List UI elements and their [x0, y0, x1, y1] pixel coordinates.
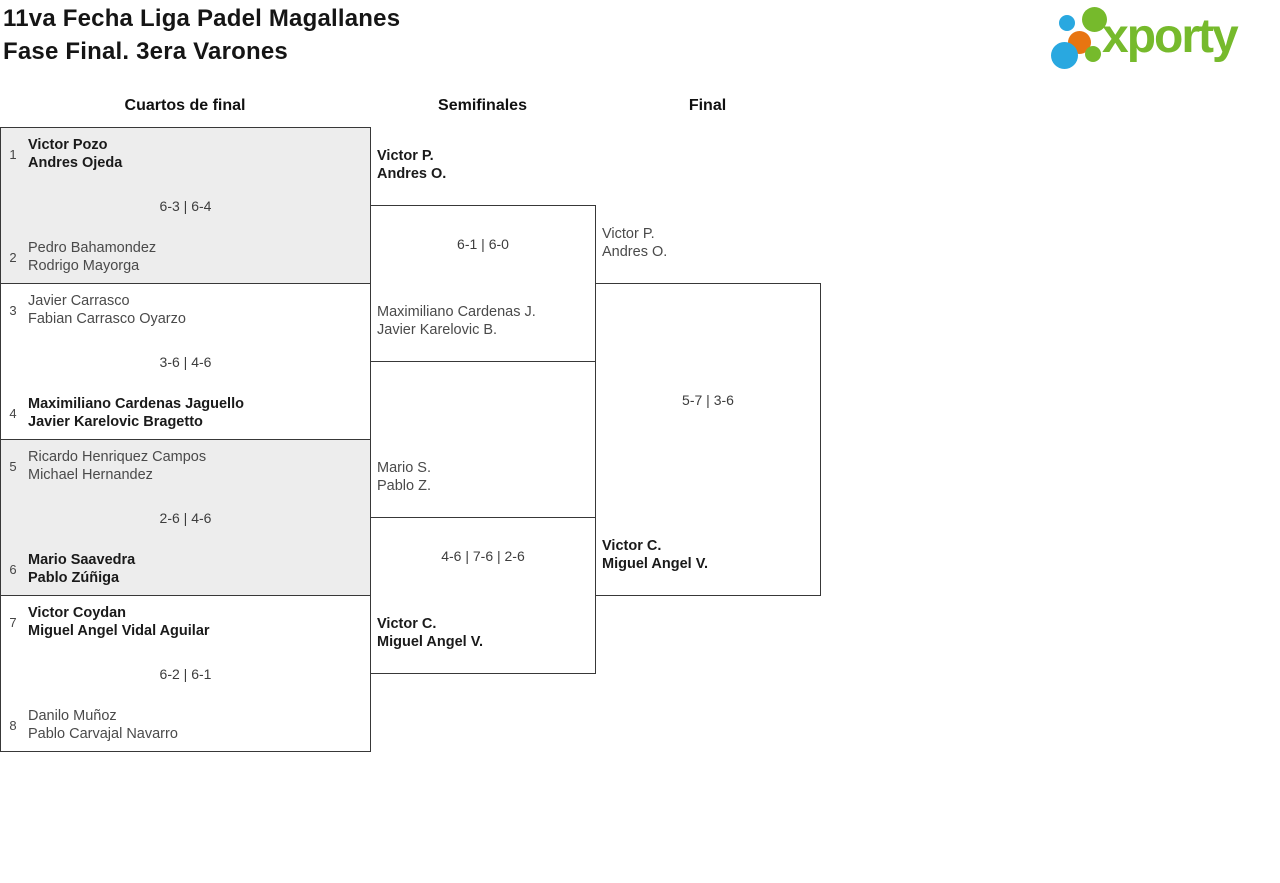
page-title-line2: Fase Final. 3era Varones — [3, 38, 288, 65]
match-score: 5-7 | 3-6 — [682, 392, 734, 408]
match-score: 4-6 | 7-6 | 2-6 — [441, 548, 525, 564]
player-name: Maximiliano Cardenas Jaguello — [28, 396, 244, 412]
final-top-team: Victor P. Andres O. — [602, 225, 667, 261]
player-name: Ricardo Henriquez Campos — [28, 449, 207, 465]
seed-number: 7 — [9, 614, 17, 630]
player-name: Pablo Zúñiga — [28, 570, 120, 586]
player-name: Miguel Angel V. — [377, 634, 484, 650]
quarterfinal-match-2: 3 Javier Carrasco Fabian Carrasco Oyarzo… — [0, 283, 371, 440]
semifinal-match-1: 6-1 | 6-0 — [370, 205, 596, 362]
match-score: 6-2 | 6-1 — [159, 665, 212, 682]
team-pair: Victor Pozo Andres Ojeda — [28, 136, 122, 172]
final-match: 5-7 | 3-6 — [595, 283, 821, 596]
semifinal-2-top-team: Mario S. Pablo Z. — [377, 459, 431, 495]
player-name: Victor C. — [377, 616, 437, 632]
player-name: Andres Ojeda — [28, 155, 123, 171]
round-header-quarterfinals: Cuartos de final — [124, 97, 246, 114]
player-name: Miguel Angel Vidal Aguilar — [28, 623, 210, 639]
player-name: Javier Karelovic B. — [377, 322, 498, 338]
player-name: Victor Coydan — [28, 605, 127, 621]
player-name: Javier Karelovic Bragetto — [28, 414, 203, 430]
player-name: Victor C. — [602, 538, 662, 554]
semifinal-1-bottom-team: Maximiliano Cardenas J. Javier Karelovic… — [377, 303, 536, 339]
semifinal-1-top-team: Victor P. Andres O. — [377, 147, 446, 183]
team-pair: Javier Carrasco Fabian Carrasco Oyarzo — [28, 292, 186, 328]
seed-number: 8 — [9, 717, 17, 733]
seed-number: 6 — [9, 561, 17, 577]
player-name: Rodrigo Mayorga — [28, 258, 140, 274]
match-score: 2-6 | 4-6 — [159, 509, 212, 526]
player-name: Victor Pozo — [28, 137, 108, 153]
logo-wordmark: xporty — [1102, 9, 1239, 63]
player-name: Pedro Bahamondez — [28, 240, 157, 256]
player-name: Andres O. — [602, 244, 668, 260]
quarterfinal-match-4: 7 Victor Coydan Miguel Angel Vidal Aguil… — [0, 595, 371, 752]
team-pair: Maximiliano Cardenas Jaguello Javier Kar… — [28, 395, 244, 431]
player-name: Miguel Angel V. — [602, 556, 709, 572]
player-name: Mario Saavedra — [28, 552, 136, 568]
semifinal-2-bottom-team: Victor C. Miguel Angel V. — [377, 615, 483, 651]
seed-number: 3 — [9, 302, 17, 318]
match-score: 3-6 | 4-6 — [159, 353, 212, 370]
match-score: 6-3 | 6-4 — [159, 197, 212, 214]
player-name: Fabian Carrasco Oyarzo — [28, 311, 186, 327]
page-title-line1: 11va Fecha Liga Padel Magallanes — [3, 5, 401, 32]
player-name: Danilo Muñoz — [28, 708, 117, 724]
team-pair: Pedro Bahamondez Rodrigo Mayorga — [28, 239, 156, 275]
player-name: Javier Carrasco — [28, 293, 130, 309]
seed-number: 1 — [9, 146, 17, 162]
player-name: Maximiliano Cardenas J. — [377, 304, 536, 320]
seed-number: 4 — [9, 405, 17, 421]
team-pair: Victor Coydan Miguel Angel Vidal Aguilar — [28, 604, 210, 640]
seed-number: 2 — [9, 249, 17, 265]
quarterfinal-match-1: 1 Victor Pozo Andres Ojeda 6-3 | 6-4 Ped… — [0, 127, 371, 284]
team-pair: Danilo Muñoz Pablo Carvajal Navarro — [28, 707, 178, 743]
logo-dot-blue-small-icon — [1059, 15, 1075, 31]
semifinal-match-2: 4-6 | 7-6 | 2-6 — [370, 517, 596, 674]
player-name: Andres O. — [377, 166, 447, 182]
logo-dot-green-small-icon — [1085, 46, 1101, 62]
seed-number: 5 — [9, 458, 17, 474]
team-pair: Ricardo Henriquez Campos Michael Hernand… — [28, 448, 206, 484]
team-pair: Mario Saavedra Pablo Zúñiga — [28, 551, 135, 587]
round-header-semifinals: Semifinales — [438, 97, 527, 114]
logo-dot-green-large-icon — [1082, 7, 1107, 32]
player-name: Victor P. — [377, 148, 434, 164]
xporty-logo[interactable]: xporty — [1048, 0, 1280, 75]
quarterfinal-match-3: 5 Ricardo Henriquez Campos Michael Herna… — [0, 439, 371, 596]
player-name: Pablo Z. — [377, 478, 431, 494]
player-name: Mario S. — [377, 460, 431, 476]
round-header-final: Final — [688, 97, 727, 114]
player-name: Pablo Carvajal Navarro — [28, 726, 178, 742]
logo-dot-blue-large-icon — [1051, 42, 1078, 69]
match-score: 6-1 | 6-0 — [457, 236, 509, 252]
player-name: Michael Hernandez — [28, 467, 153, 483]
player-name: Victor P. — [602, 226, 655, 242]
final-bottom-team: Victor C. Miguel Angel V. — [602, 537, 708, 573]
page-title: 11va Fecha Liga Padel Magallanes Fase Fi… — [3, 2, 400, 68]
